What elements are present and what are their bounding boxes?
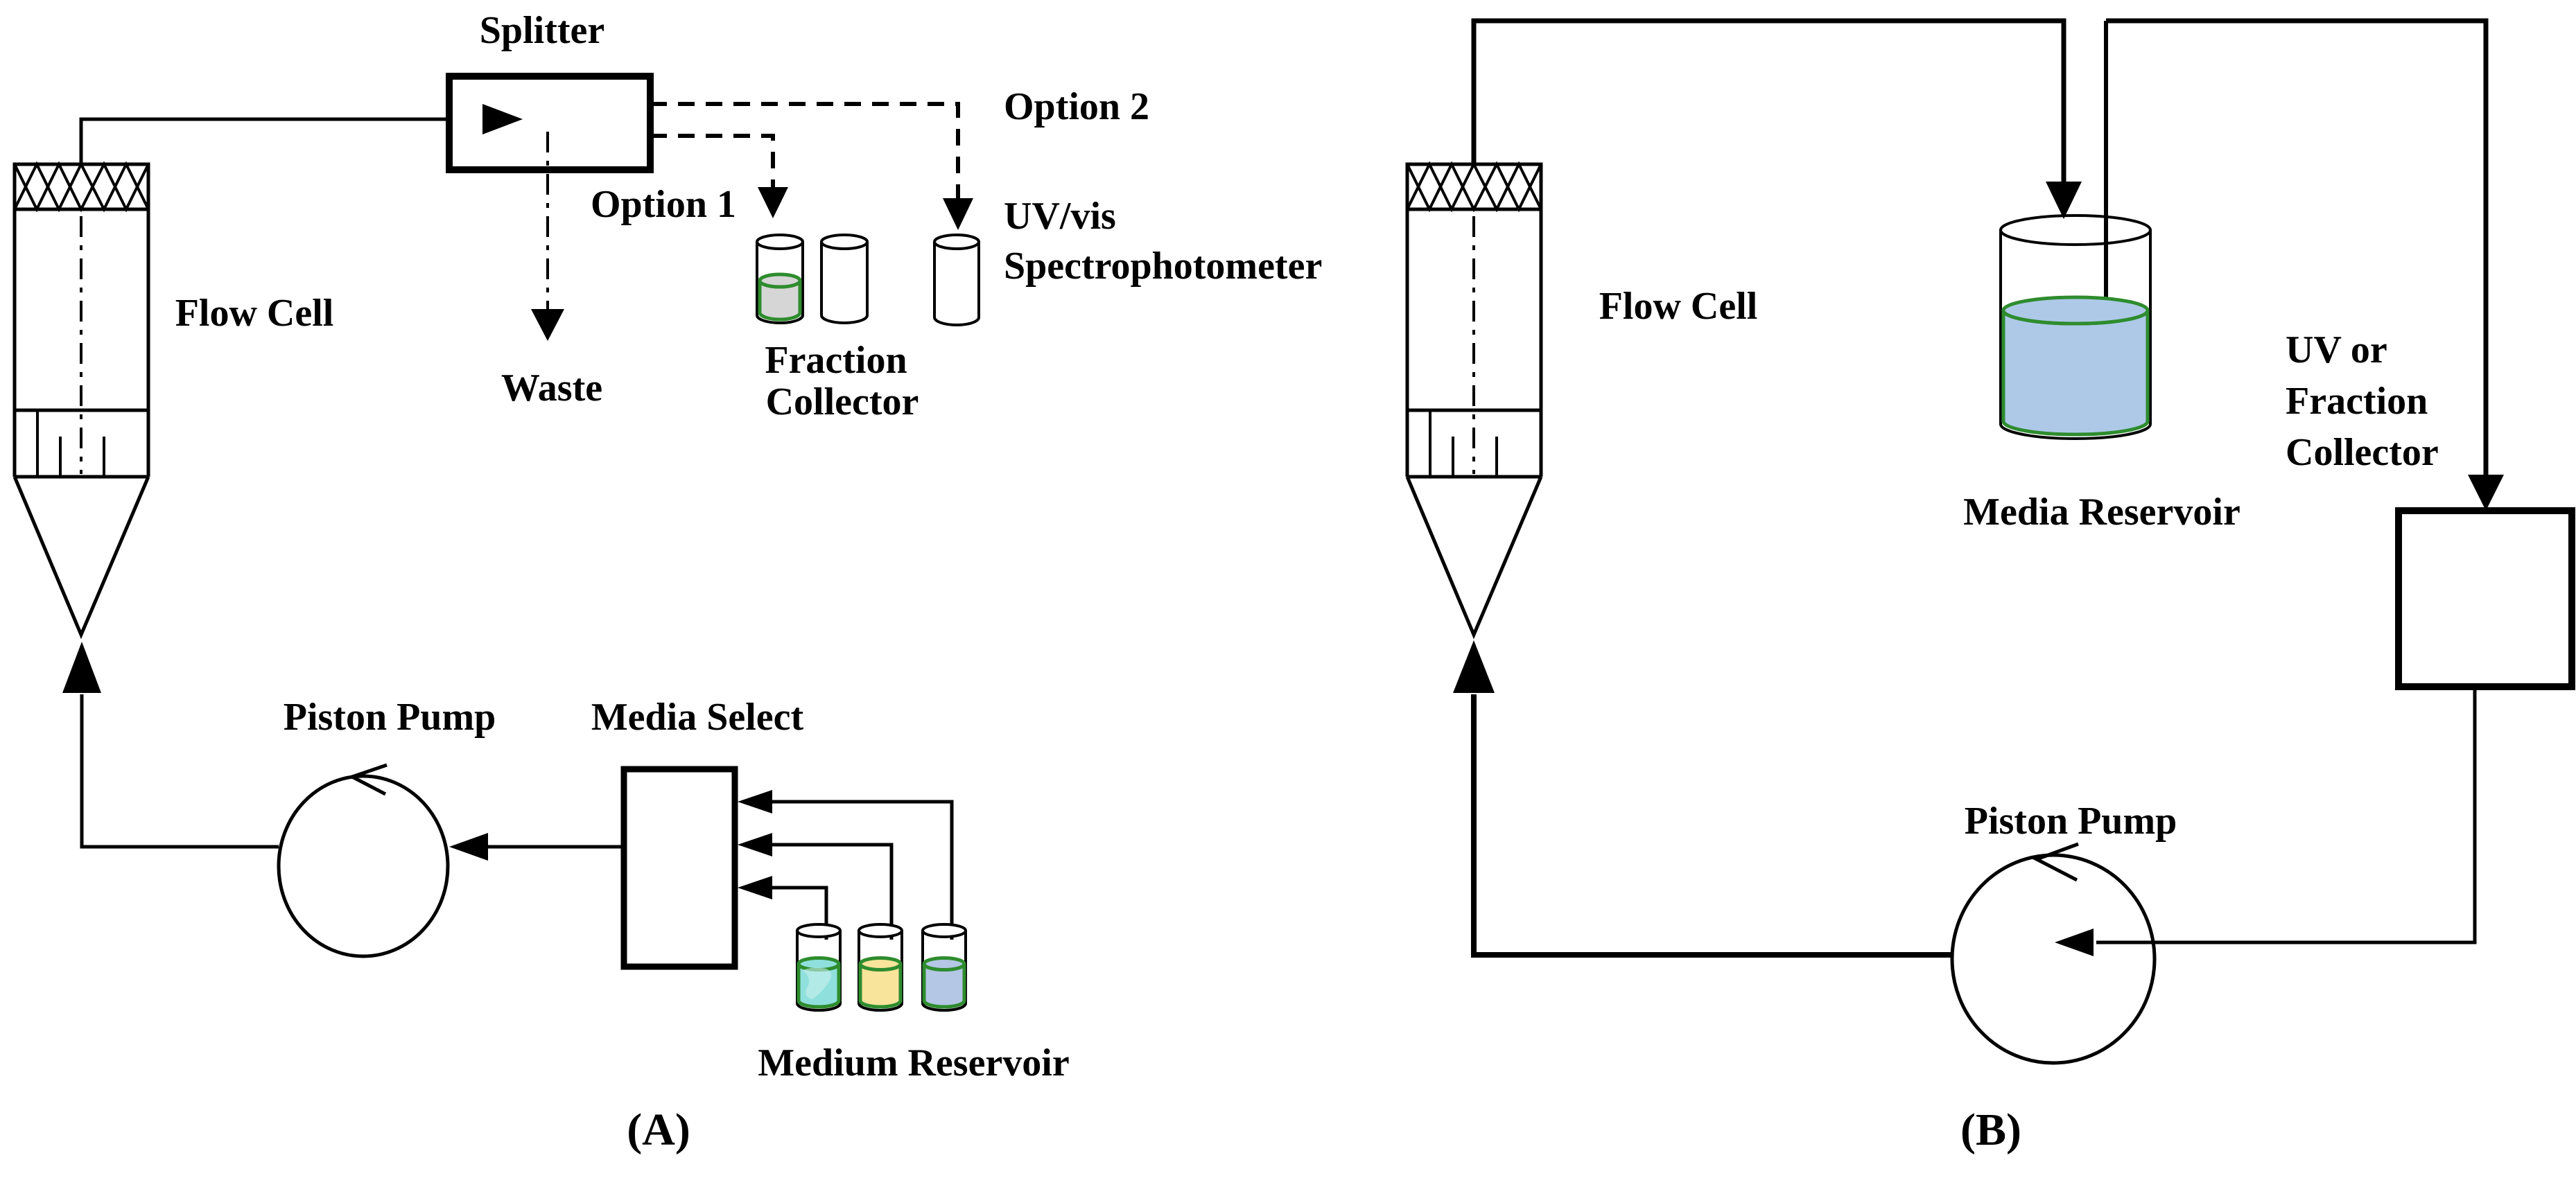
media-reservoir-liquid-surface (2001, 295, 2150, 326)
uv-box-to-pump-line (2096, 687, 2477, 944)
panel-a-diagram: Flow Cell Splitter Waste Option 1 Option… (12, 9, 1322, 1155)
bottle-2-rim (858, 923, 903, 938)
option1-dashed-line (650, 134, 775, 187)
pump-b-to-flow-cell-line (1471, 694, 1952, 958)
reservoir-line-2 (769, 843, 894, 940)
splitter-label: Splitter (480, 9, 604, 52)
media-select-arrow-2-icon (738, 833, 772, 856)
uv-fraction-label-line2: Fraction (2286, 380, 2428, 423)
bottle-1-rim (796, 923, 842, 938)
vial-1-rim (756, 234, 804, 250)
fraction-collector (756, 234, 869, 324)
pump-a-to-flow-cell-line (80, 694, 279, 849)
flow-cell-b-outlet-line (1471, 18, 2066, 183)
media-select-arrow-1-icon (738, 790, 772, 814)
flow-cell-b-cone (1405, 476, 1543, 640)
flow-cell-b-frit-hatch-2 (1406, 161, 1542, 213)
panel-b-caption: (B) (1960, 1105, 2021, 1155)
uv-fraction-collector-box (2395, 507, 2575, 690)
media-reservoir-glass (1999, 230, 2152, 440)
media-reservoir-rim (1999, 214, 2152, 246)
flow-cell-b-frit-hatch-1 (1406, 161, 1542, 213)
bottle-3-liquid-surface (922, 956, 966, 972)
flow-cell-a-label: Flow Cell (175, 292, 334, 335)
reservoir-inlet-arrow-icon (2046, 182, 2082, 219)
vial-1-liquid-surface (758, 272, 802, 289)
uv-box-inlet-arrow-icon (2468, 475, 2504, 511)
flow-cell-a-inlet-arrow-icon (62, 642, 101, 693)
piston-pump-a-circle (277, 774, 450, 958)
flow-cell-a-cone (12, 476, 150, 640)
media-select-label: Media Select (591, 696, 804, 739)
flow-cell-a-frit-hatch-1 (13, 161, 150, 213)
bottle-2-liquid-surface (858, 956, 903, 972)
bottle-3-glass (921, 931, 967, 1012)
option2-arrow-icon (943, 198, 973, 230)
option1-arrow-icon (758, 187, 788, 218)
vial-2-rim (820, 234, 869, 250)
splitter-inlet-arrow-icon (482, 104, 523, 134)
uvvis-label-line1: UV/vis (1004, 195, 1116, 238)
option1-label: Option 1 (591, 183, 736, 226)
piston-pump-a-rotation-arrow-icon (347, 763, 388, 796)
flow-cell-b-inlet-arrow-icon (1453, 640, 1495, 693)
media-select-box (620, 766, 738, 970)
splitter (446, 73, 654, 341)
bottle-3-rim (921, 923, 967, 938)
flow-cell-a-column-body (12, 209, 150, 479)
media-reservoir (1999, 214, 2152, 440)
piston-pump-b-label: Piston Pump (1965, 800, 2177, 843)
uvvis-cuvette-rim (933, 234, 980, 250)
reservoir-line-1 (769, 886, 828, 940)
medium-reservoir-bottles (796, 923, 967, 1012)
flow-cell-a (12, 117, 485, 640)
pump-b-inlet-arrow-icon (2055, 929, 2094, 956)
flow-cell-b-column-body (1405, 209, 1543, 479)
flow-cell-a-distributor-lines (36, 410, 105, 477)
vial-1-glass (756, 242, 804, 324)
splitter-box (446, 73, 654, 173)
bottle-1-glass (796, 931, 842, 1012)
reservoir-to-uv-line (2106, 18, 2489, 478)
fraction-collector-label-line2: Collector (766, 380, 919, 423)
medium-reservoir-label: Medium Reservoir (758, 1041, 1069, 1084)
uv-fraction-label-line3: Collector (2286, 431, 2439, 474)
bottle-2-glass (858, 931, 903, 1012)
waste-arrow-icon (531, 309, 564, 341)
media-select-arrow-3-icon (738, 876, 772, 899)
fraction-collector-label-line1: Fraction (765, 339, 907, 382)
flow-cell-b-label: Flow Cell (1599, 285, 1758, 328)
pump-a-inlet-arrow-icon (449, 833, 488, 861)
flow-cell-b-distributor-lines (1429, 410, 1498, 477)
option2-dashed-line (650, 102, 960, 198)
uvvis-cuvette (933, 234, 980, 326)
flow-cell-a-outlet-line (79, 117, 485, 164)
uvvis-label-line2: Spectrophotometer (1004, 245, 1322, 288)
media-reservoir-label: Media Reservoir (1963, 491, 2240, 534)
uv-fraction-label-line1: UV or (2286, 328, 2387, 371)
panel-b-diagram: Flow Cell Media Reservoir UV or Fraction… (1405, 18, 2575, 1155)
panel-a-caption: (A) (627, 1105, 690, 1155)
media-reservoir-liquid (2001, 310, 2150, 437)
waste-label: Waste (501, 367, 602, 410)
uvvis-cuvette-glass (933, 242, 980, 326)
vial-2-glass (820, 242, 869, 324)
piston-pump-a (277, 763, 450, 958)
piston-pump-b-rotation-arrow-icon (2032, 842, 2079, 882)
flow-cell-a-frit-hatch-2 (13, 161, 150, 213)
piston-pump-b (1950, 842, 2157, 1065)
flow-cell-b (1405, 18, 2066, 640)
piston-pump-a-label: Piston Pump (284, 696, 496, 739)
reservoir-line-3 (769, 800, 954, 940)
option2-label: Option 2 (1004, 85, 1149, 128)
media-select-inlet-lines (738, 790, 954, 940)
bottle-1-texture (803, 967, 832, 999)
piston-pump-b-circle (1950, 853, 2157, 1065)
